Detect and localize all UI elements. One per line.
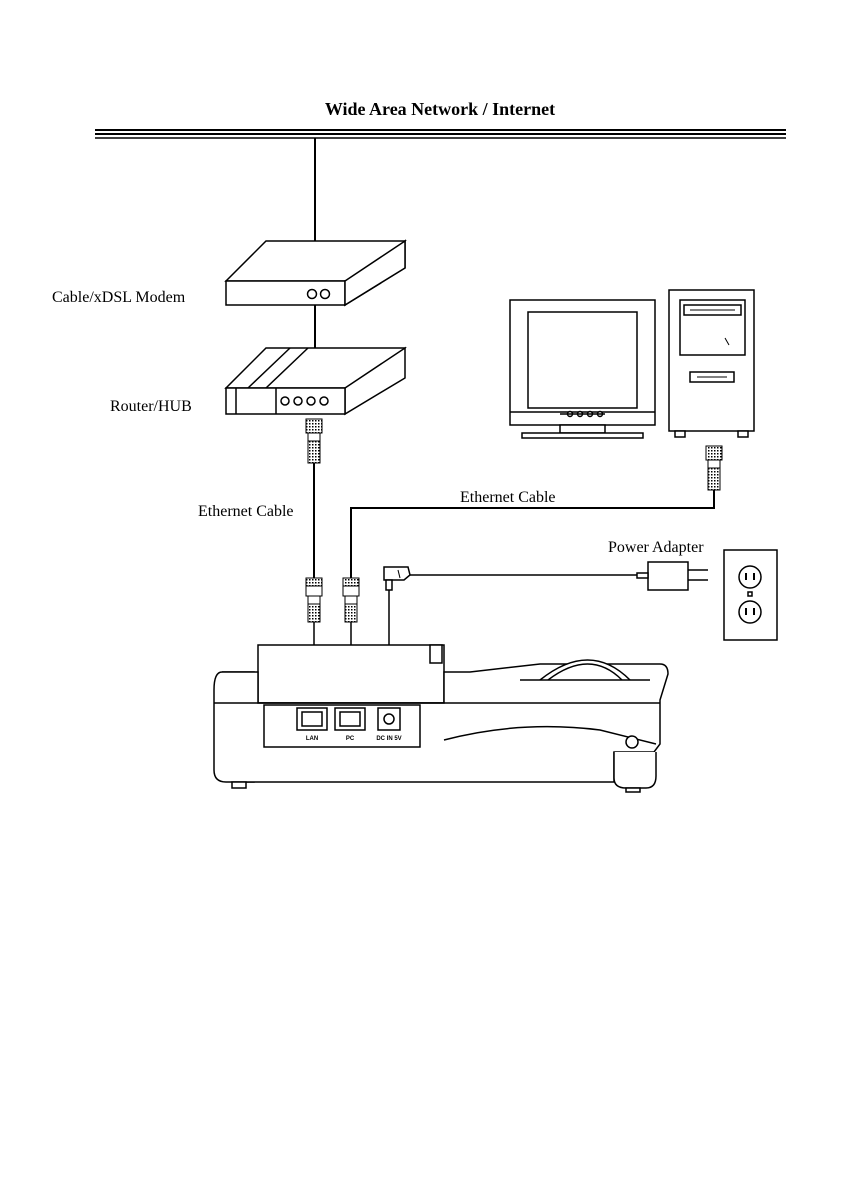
pc-rj45-connector <box>706 446 722 490</box>
power-adapter-label: Power Adapter <box>608 539 704 556</box>
power-adapter-device <box>630 562 708 590</box>
modem-device <box>226 241 405 305</box>
router-rj45-connector <box>306 419 322 463</box>
diagram-title: Wide Area Network / Internet <box>325 99 555 119</box>
base-device <box>214 645 668 792</box>
ethernet-cable-right-label: Ethernet Cable <box>460 489 556 506</box>
ethernet-cable-left-label: Ethernet Cable <box>198 503 294 520</box>
router-label: Router/HUB <box>110 398 192 415</box>
pc-tower-device <box>669 290 754 437</box>
lan-port-label: LAN <box>306 736 318 742</box>
dc-in-port-label: DC IN 5V <box>376 736 401 742</box>
wan-bus-line <box>95 130 786 138</box>
pc-port-rj45-connector <box>343 578 359 622</box>
wall-outlet <box>724 550 777 640</box>
modem-label: Cable/xDSL Modem <box>52 289 186 306</box>
router-device <box>226 348 405 414</box>
pc-port-label: PC <box>346 736 355 742</box>
monitor-device <box>510 300 655 438</box>
dc-plug-connector <box>384 567 410 590</box>
lan-rj45-connector <box>306 578 322 622</box>
